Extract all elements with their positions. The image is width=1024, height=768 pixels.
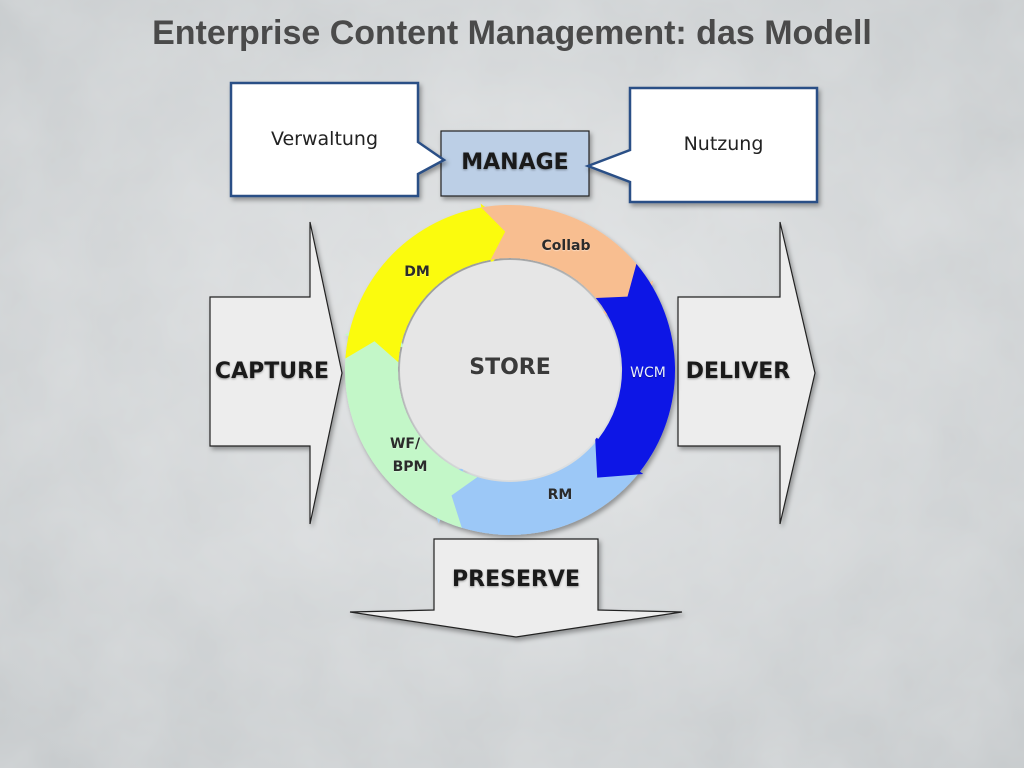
store-label: STORE	[469, 355, 551, 380]
page-title: Enterprise Content Management: das Model…	[152, 14, 872, 52]
capture-label: CAPTURE	[214, 359, 330, 384]
ring-segment-wcm	[595, 263, 676, 478]
preserve-label: PRESERVE	[452, 567, 580, 592]
manage-label: MANAGE	[461, 150, 569, 175]
deliver-label: DELIVER	[685, 359, 791, 384]
preserve-arrow	[349, 538, 683, 638]
manage-box	[440, 130, 590, 197]
segment-label-wf: WF/	[389, 436, 421, 452]
ring-segment-wfbpm	[344, 311, 478, 528]
segment-label-bpm: BPM	[392, 459, 428, 475]
store-circle	[400, 260, 620, 480]
deliver-arrow	[677, 221, 816, 525]
verwaltung-label: Verwaltung	[270, 128, 379, 150]
segment-label-rm: RM	[547, 487, 573, 503]
capture-arrow	[209, 221, 343, 525]
ring-segment-dm	[345, 203, 518, 363]
segment-label-collab: Collab	[541, 238, 591, 254]
nutzung-label: Nutzung	[683, 133, 764, 155]
segment-label-dm: DM	[404, 264, 430, 280]
ring-segment-collab	[481, 204, 654, 325]
verwaltung-callout	[229, 81, 447, 198]
content-lifecycle-ring	[344, 203, 676, 535]
nutzung-callout	[584, 86, 819, 204]
ring-segment-rm	[424, 426, 653, 535]
segment-label-wcm: WCM	[630, 365, 666, 381]
